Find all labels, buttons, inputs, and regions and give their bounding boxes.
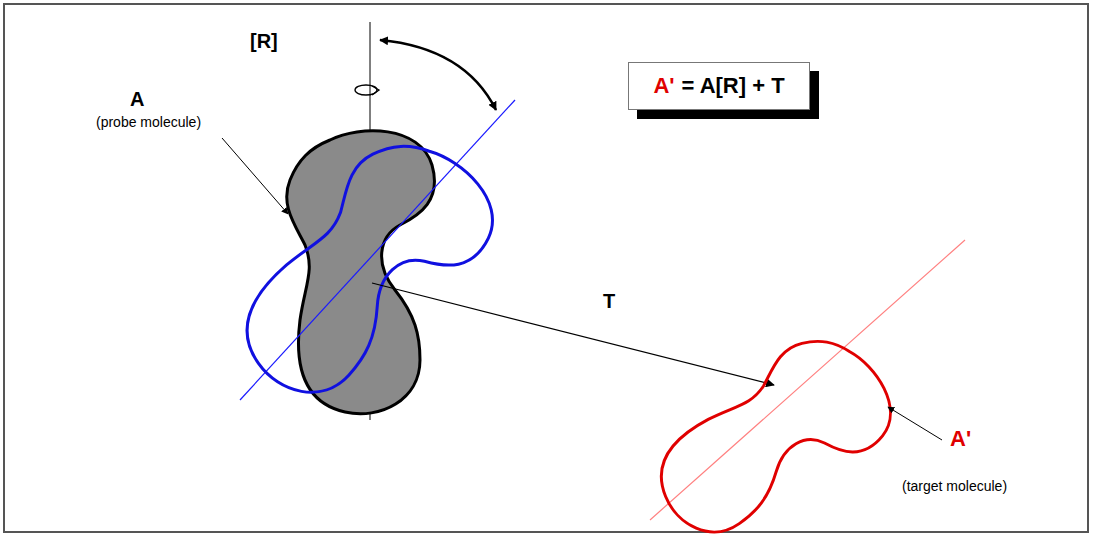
rotated-molecule-outline: [214, 115, 513, 424]
translation-arrow: [372, 283, 774, 385]
rotated-axis: [240, 100, 515, 400]
target-molecule-outline: [636, 317, 908, 537]
leader-line: [222, 138, 288, 214]
translation-label: T: [603, 290, 615, 313]
molecule-name: A: [130, 88, 144, 111]
frame: [4, 4, 1088, 532]
equation-text: = A[R] + T: [682, 73, 785, 99]
equation-box: A' = A[R] + T: [628, 62, 810, 110]
rotation-symbol-head: [372, 86, 379, 95]
molecule-caption: (probe molecule): [96, 114, 201, 130]
molecule-caption: (target molecule): [902, 478, 1007, 494]
molecule-name: A': [950, 426, 971, 451]
rotation-arrow: [380, 40, 496, 110]
probe-molecule-shape: [287, 131, 435, 414]
equation-text: A': [653, 73, 674, 99]
leader-line: [888, 407, 942, 440]
rotation-label: [R]: [250, 30, 278, 53]
